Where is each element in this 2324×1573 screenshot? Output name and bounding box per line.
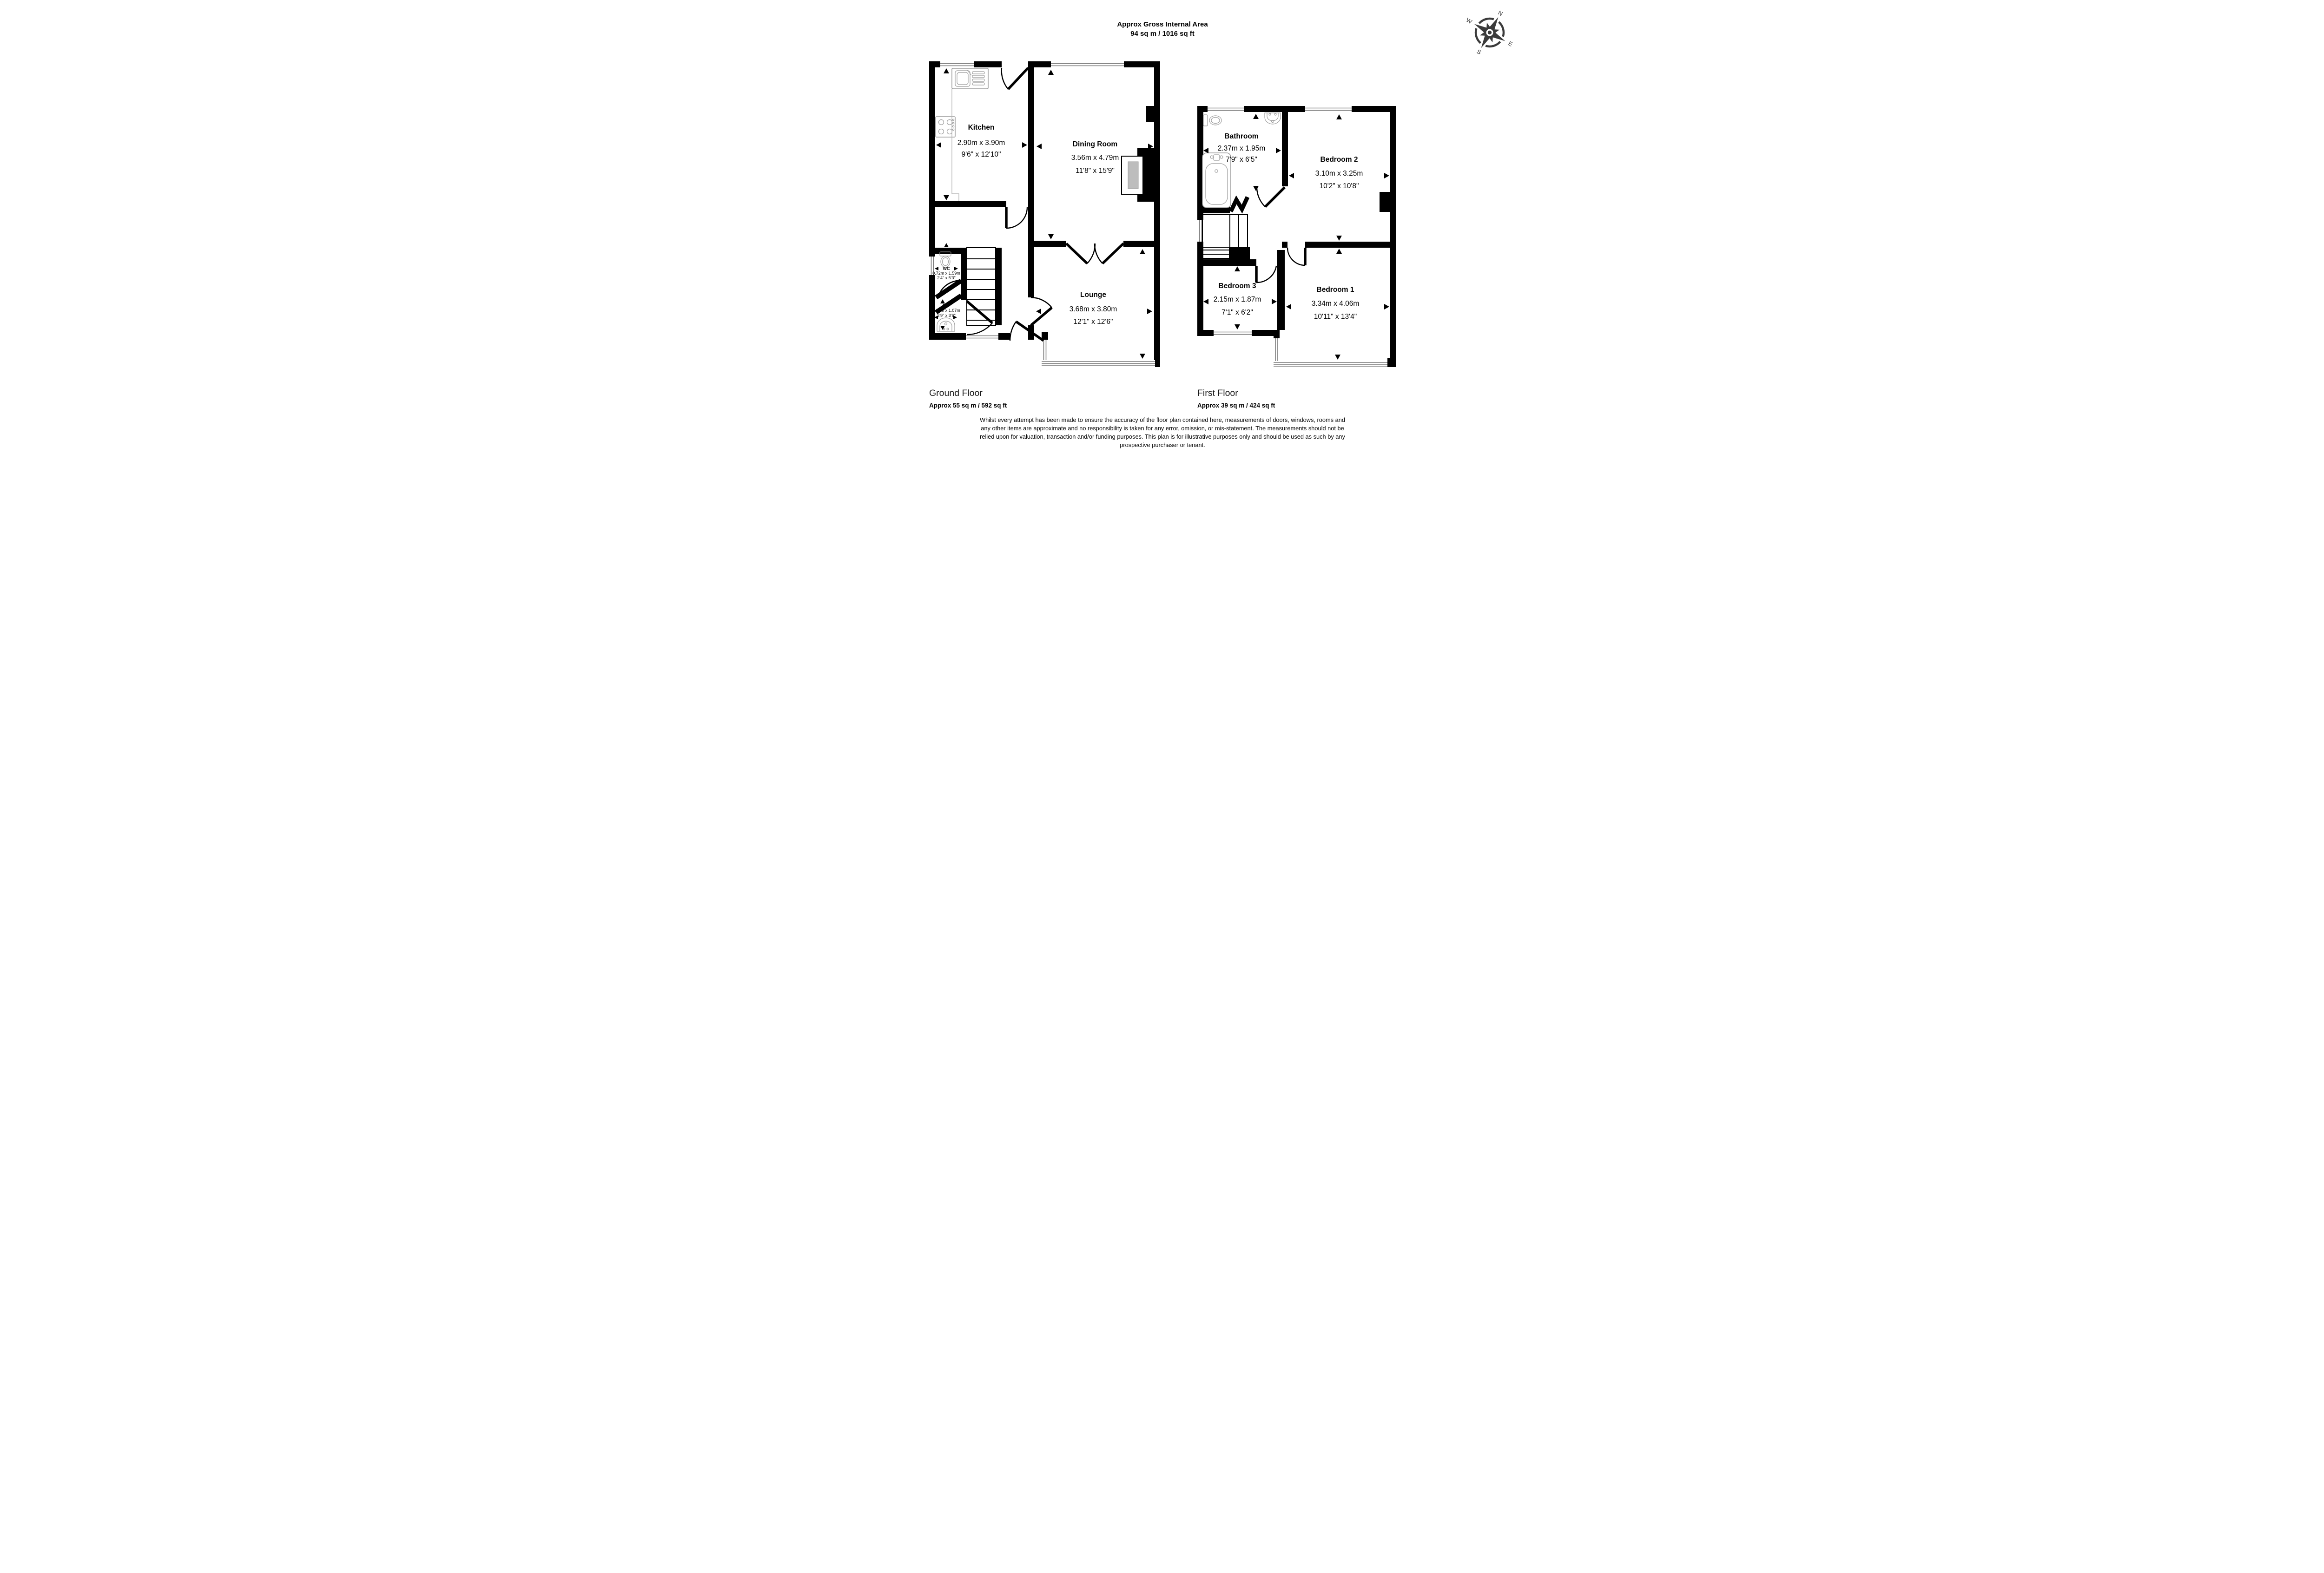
disclaimer-line-4: prospective purchaser or tenant. [1120,441,1205,448]
bedroom3-imperial: 7'1" x 6'2" [1221,309,1253,316]
bathroom-room: Bathroom 2.37m x 1.95m 7'9" x 6'5" [1217,132,1265,164]
bathroom-name: Bathroom [1224,132,1258,140]
kitchen-top-door [1001,67,1029,90]
disclaimer-line-2: any other items are approximate and no r… [981,425,1344,432]
fireplace [1121,156,1143,195]
lounge-metric: 3.68m x 3.80m [1069,305,1117,313]
wc2-metric: 0.84m x 1.07m [932,308,960,313]
lounge-name: Lounge [1080,291,1106,299]
total-area: 94 sq m / 1016 sq ft [1130,30,1195,38]
compass-west-label: W [1465,16,1473,25]
wc1-door [938,279,960,296]
first-floor-label: First Floor [1197,388,1238,398]
bedroom2-metric: 3.10m x 3.25m [1315,170,1363,178]
wc2-imperial: 2'9" x 3'6" [937,313,955,318]
bedroom3-room: Bedroom 3 2.15m x 1.87m 7'1" x 6'2" [1213,282,1261,316]
kitchen-imperial: 9'6" x 12'10" [961,151,1001,158]
bedroom3-door [1254,265,1277,283]
landing-side-window [1197,220,1203,242]
disclaimer-line-1: Whilst every attempt has been made to en… [979,416,1345,423]
bathroom-cupboard-wall [1228,195,1249,214]
kitchen-metric: 2.90m x 3.90m [957,139,1005,147]
wc2-name: WC [943,303,950,308]
floorplan-canvas: Approx Gross Internal Area 94 sq m / 101… [798,0,1526,457]
wc1-name: WC [943,266,950,271]
compass-south-label: S [1475,48,1482,56]
floor-labels: Ground Floor Approx 55 sq m / 592 sq ft … [929,388,1275,409]
wc2-room: WC 0.84m x 1.07m 2'9" x 3'6" [932,303,960,318]
dining-metric: 3.56m x 4.79m [1071,154,1119,162]
first-floor-doors [1254,186,1307,283]
bathtub-icon [1202,152,1231,208]
bedroom1-name: Bedroom 1 [1316,286,1354,294]
bedroom2-imperial: 10'2" x 10'8" [1319,182,1359,190]
bedroom1-bay-window [1273,361,1387,367]
kitchen-room: Kitchen 2.90m x 3.90m 9'6" x 12'10" [957,124,1005,158]
dining-room: Dining Room 3.56m x 4.79m 11'8" x 15'9" [1071,140,1119,175]
first-floor-plan: Bathroom 2.37m x 1.95m 7'9" x 6'5" Bedro… [1197,106,1396,367]
bedroom1-imperial: 10'11" x 13'4" [1314,313,1356,321]
hall-lounge-door [1030,296,1053,327]
wc1-room: WC 0.72m x 1.59m 2'4" x 5'3" [932,266,960,280]
wc1-toilet-icon [939,251,951,268]
lounge-room: Lounge 3.68m x 3.80m 12'1" x 12'6" [1069,291,1117,326]
lounge-bay-window-side [1041,340,1048,360]
floorplan-page: Approx Gross Internal Area 94 sq m / 101… [798,0,1526,457]
dining-imperial: 11'8" x 15'9" [1076,167,1115,175]
dining-window [1050,61,1124,67]
ground-floor-stairs [966,247,996,326]
first-floor-arrows [1203,114,1389,360]
wc2-basin-icon [936,317,955,332]
ground-floor-arrows [934,68,1153,359]
ground-floor-doors [938,67,1124,342]
disclaimer: Whilst every attempt has been made to en… [979,416,1345,448]
dining-lounge-double-door [1065,243,1124,264]
front-door [1009,320,1044,342]
bedroom1-door [1287,247,1307,266]
kitchen-window [940,61,974,67]
bedroom3-metric: 2.15m x 1.87m [1213,296,1261,303]
wc1-side-window [929,257,935,275]
first-floor-windows [1197,106,1387,367]
compass-east-label: E [1507,40,1514,48]
bathroom-imperial: 7'9" x 6'5" [1226,156,1257,164]
ground-floor-plan: Kitchen 2.90m x 3.90m 9'6" x 12'10" Dini… [929,61,1160,367]
bedroom1-bay-window-side [1273,338,1280,361]
bathroom-toilet-icon [1202,114,1222,126]
wc2-door [965,300,993,336]
bedroom3-window [1213,330,1252,336]
bathroom-window [1207,106,1244,112]
hob-icon [935,116,956,138]
header: Approx Gross Internal Area 94 sq m / 101… [1117,20,1208,38]
compass-north-label: N [1497,9,1504,18]
ground-floor-windows [929,61,1155,367]
bedroom2-room: Bedroom 2 3.10m x 3.25m 10'2" x 10'8" [1315,156,1363,190]
bedroom2-window [1305,106,1352,112]
first-floor-area: Approx 39 sq m / 424 sq ft [1197,402,1275,409]
first-floor-stairs [1202,214,1248,259]
bedroom1-metric: 3.34m x 4.06m [1311,300,1359,308]
wc1-metric: 0.72m x 1.59m [932,271,960,276]
bathroom-basin-icon [1264,112,1281,125]
bedroom1-room: Bedroom 1 3.34m x 4.06m 10'11" x 13'4" [1311,286,1359,321]
ground-floor-area: Approx 55 sq m / 592 sq ft [929,402,1007,409]
compass-icon: N E S W [1465,9,1514,56]
bedroom3-name: Bedroom 3 [1218,282,1256,290]
ground-floor-walls [929,61,1160,367]
kitchen-name: Kitchen [968,124,994,132]
page-title: Approx Gross Internal Area [1117,20,1208,28]
wc1-imperial: 2'4" x 5'3" [937,276,955,280]
ground-floor-label: Ground Floor [929,388,983,398]
lounge-bay-window [1041,360,1155,367]
kitchen-sink-icon [951,68,989,89]
kitchen-counter [951,89,959,201]
hall-front-window [966,334,998,340]
lounge-imperial: 12'1" x 12'6" [1073,318,1113,326]
disclaimer-line-3: relied upon for valuation, transaction a… [980,433,1345,440]
kitchen-hall-door [1004,207,1028,229]
bathroom-door [1256,186,1286,208]
bathroom-metric: 2.37m x 1.95m [1217,145,1265,152]
bedroom2-name: Bedroom 2 [1320,156,1358,164]
dining-name: Dining Room [1072,140,1117,148]
